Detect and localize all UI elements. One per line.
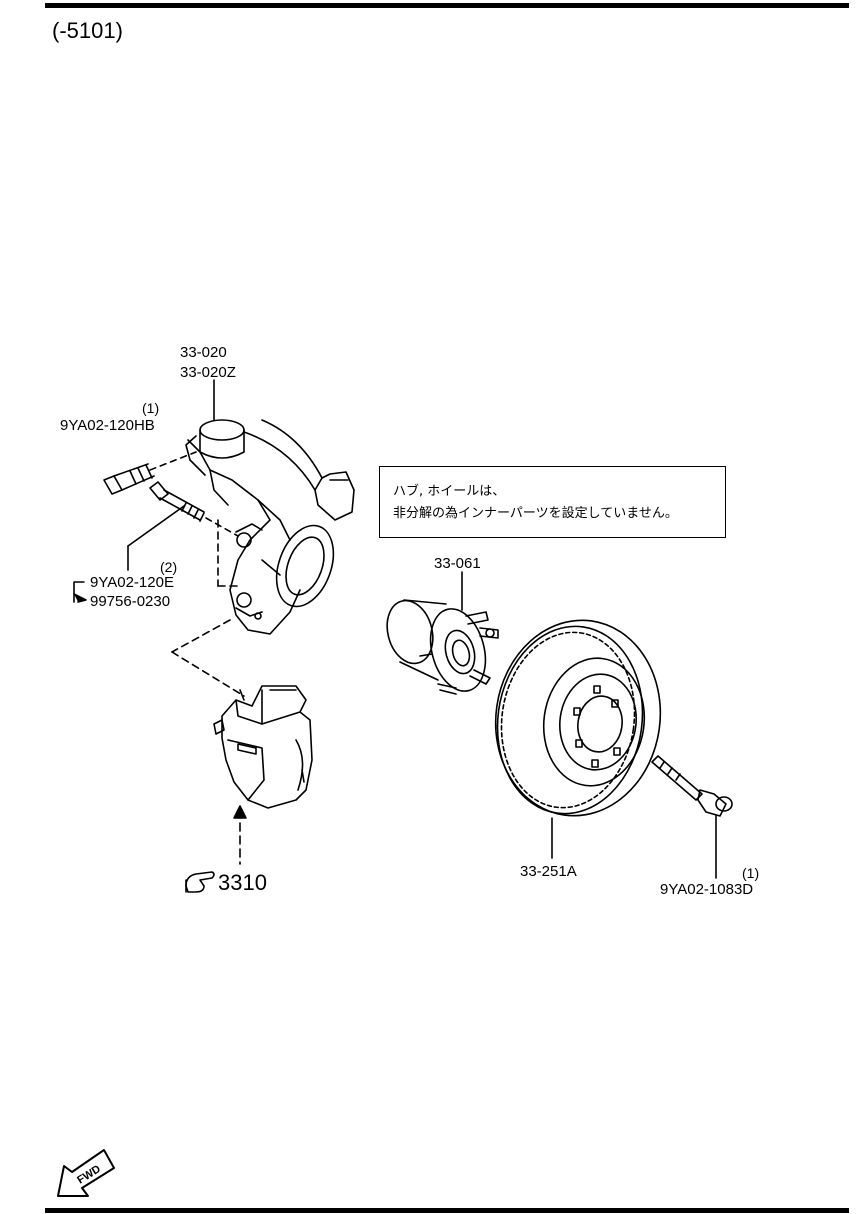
hub-bolt-part-label: 9YA02-1083D bbox=[660, 881, 753, 898]
pointing-hand-icon bbox=[185, 871, 215, 893]
upper-bolt bbox=[103, 451, 197, 495]
top-rule bbox=[45, 3, 849, 8]
knuckle-part-label-2: 33-020Z bbox=[180, 364, 236, 381]
upper-bolt-qty: (1) bbox=[142, 400, 159, 416]
knuckle-part-label-1: 33-020 bbox=[180, 344, 227, 361]
range-code: (-5101) bbox=[52, 18, 123, 43]
wheel-hub bbox=[386, 599, 499, 695]
upper-bolt-part-label: 9YA02-120HB bbox=[60, 417, 155, 434]
lower-bolt-part-label-1: 9YA02-120E bbox=[90, 574, 174, 591]
hub-bolt-qty: (1) bbox=[742, 865, 759, 881]
lower-bolt bbox=[127, 481, 239, 571]
hub-part-label: 33-061 bbox=[434, 555, 481, 572]
hub-bolt bbox=[651, 755, 733, 817]
service-note-line-2: 非分解の為インナーパーツを設定していません。 bbox=[393, 506, 678, 521]
service-note-line-1: ハブ, ホイールは、 bbox=[393, 484, 506, 499]
brake-caliper bbox=[213, 685, 313, 809]
lower-bolt-qty: (2) bbox=[160, 559, 177, 575]
brake-disc bbox=[494, 619, 662, 817]
steering-knuckle bbox=[185, 419, 355, 635]
service-note-box: ハブ, ホイールは、 非分解の為インナーパーツを設定していません。 bbox=[379, 466, 726, 538]
lower-bolt-part-label-2: 99756-0230 bbox=[90, 593, 170, 610]
bottom-rule bbox=[45, 1208, 849, 1213]
disc-part-label: 33-251A bbox=[520, 863, 577, 880]
fwd-arrow-icon bbox=[57, 1149, 115, 1197]
caliper-reference-link[interactable]: 3310 bbox=[218, 870, 267, 895]
